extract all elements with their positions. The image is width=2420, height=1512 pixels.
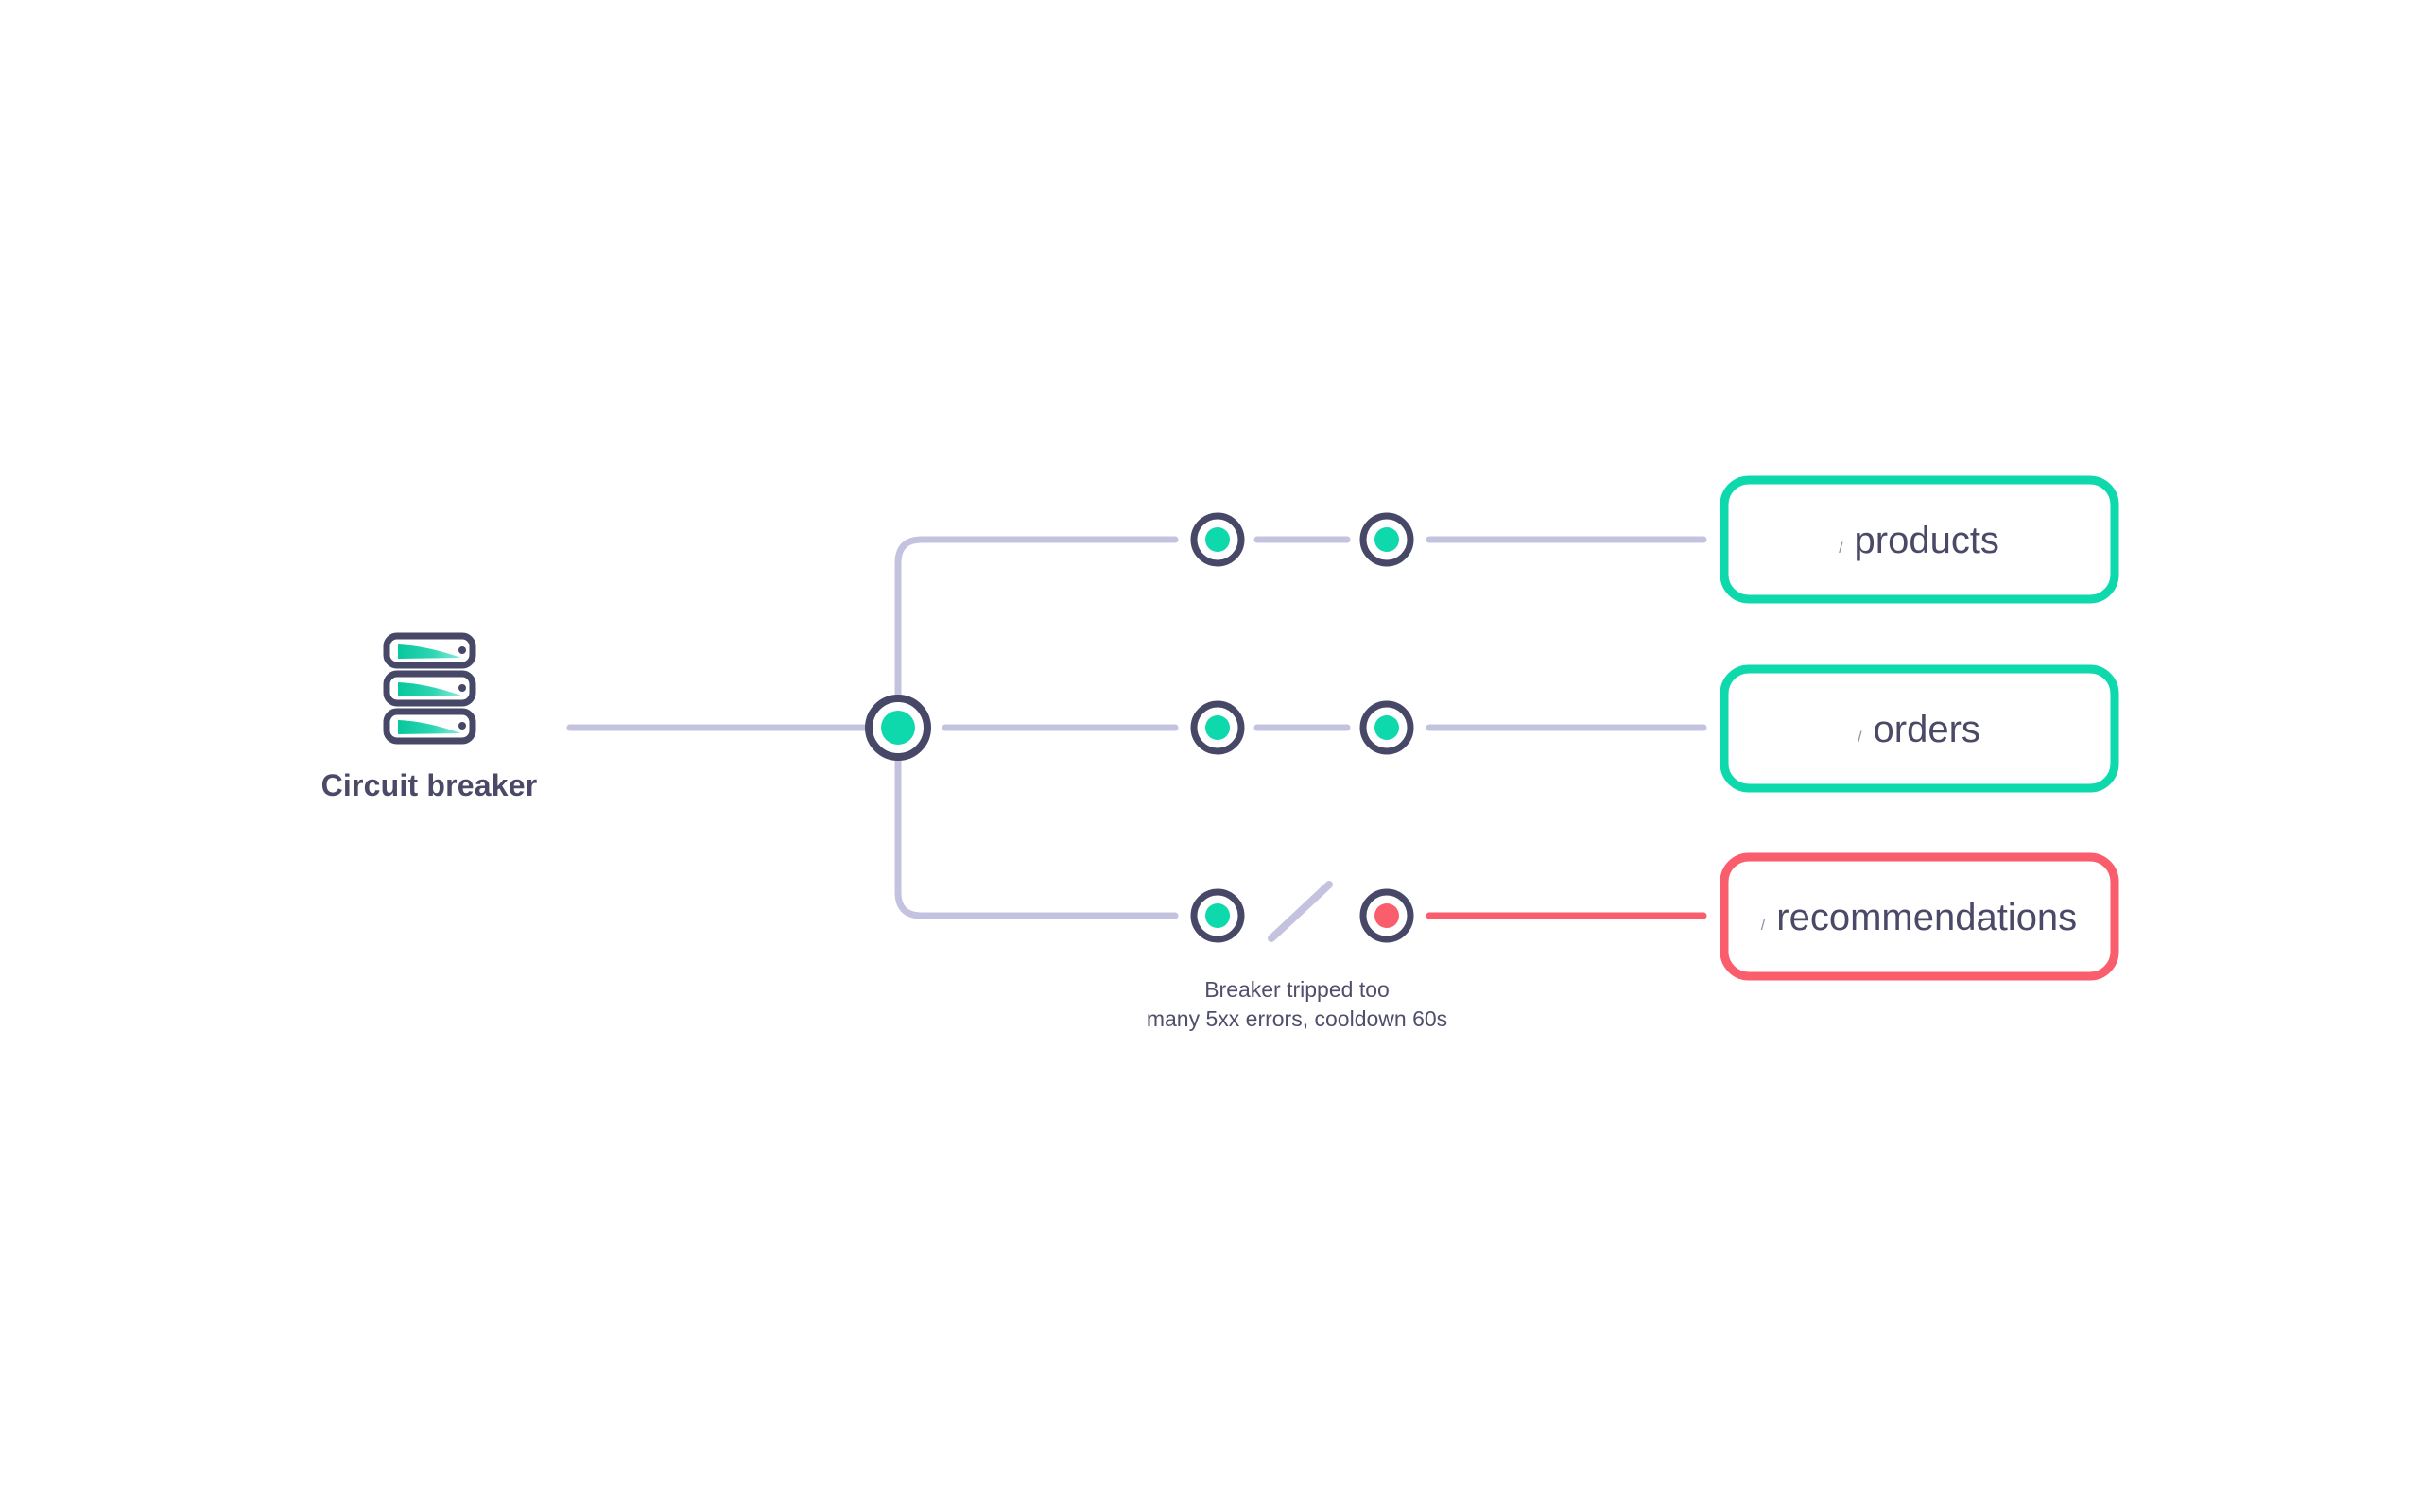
server-unit-3: [383, 708, 476, 745]
service-slash-orders: /: [1858, 730, 1862, 746]
service-box-products[interactable]: / products: [1720, 475, 2119, 604]
source-label: Circuit breaker: [321, 768, 538, 802]
node-products-a[interactable]: [1190, 512, 1245, 567]
server-unit-2: [383, 670, 476, 707]
breaker-note-line-2: many 5xx errors, cooldown 60s: [1147, 1006, 1447, 1031]
server-led-3: [458, 722, 466, 730]
circuit-breaker-hub-node[interactable]: [865, 695, 931, 761]
service-name-recommendations: recommendations: [1776, 897, 2077, 938]
server-led-1: [458, 646, 466, 654]
broken-link-slash-icon: [1268, 881, 1333, 942]
service-slash-recommendations: /: [1761, 918, 1766, 934]
breaker-tripped-note: Breaker tripped too many 5xx errors, coo…: [1147, 977, 1447, 1031]
server-stack-icon: [383, 632, 476, 745]
service-name-products: products: [1855, 520, 1999, 561]
service-box-recommendations[interactable]: / recommendations: [1720, 852, 2119, 981]
node-recommendations-b[interactable]: [1359, 888, 1414, 943]
node-recommendations-a[interactable]: [1190, 888, 1245, 943]
service-box-orders[interactable]: / orders: [1720, 664, 2119, 793]
link-hub-to-products-node: [894, 536, 1179, 703]
node-products-b[interactable]: [1359, 512, 1414, 567]
breaker-note-line-1: Breaker tripped too: [1204, 977, 1390, 1002]
service-slash-products: /: [1839, 541, 1843, 557]
service-box-recommendations-label: / recommendations: [1761, 897, 2077, 938]
node-orders-b[interactable]: [1359, 700, 1414, 755]
link-hub-to-recommendations-node: [894, 752, 1179, 919]
node-orders-a[interactable]: [1190, 700, 1245, 755]
service-box-products-label: / products: [1839, 520, 1999, 561]
server-unit-1: [383, 632, 476, 669]
service-name-orders: orders: [1874, 709, 1980, 750]
service-box-orders-label: / orders: [1858, 709, 1980, 750]
server-led-2: [458, 684, 466, 692]
